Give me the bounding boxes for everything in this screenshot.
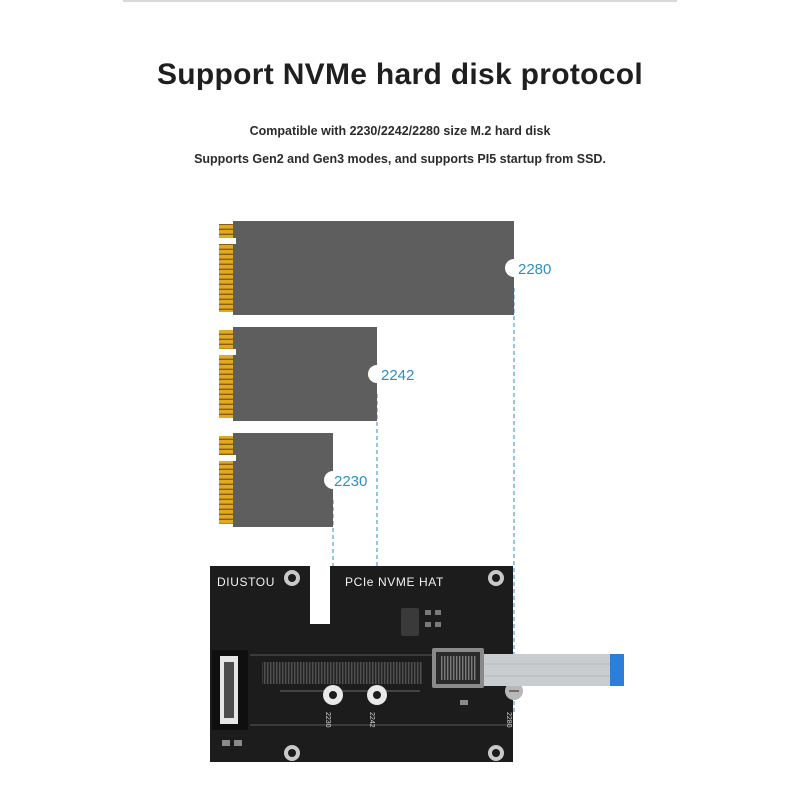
ssd-2242: 2242	[216, 327, 414, 421]
controller-chip	[401, 608, 419, 636]
ssd-2280: 2280	[216, 221, 551, 315]
compat-line: Compatible with 2230/2242/2280 size M.2 …	[249, 124, 551, 138]
ffc-ribbon-cable	[484, 654, 624, 686]
page-title: Support NVMe hard disk protocol	[157, 58, 643, 91]
cable-tip	[610, 654, 624, 686]
top-divider	[123, 0, 677, 2]
gold-contacts	[219, 330, 233, 418]
size-label-2230: 2230	[334, 473, 367, 490]
brand-label: DIUSTOU	[217, 575, 275, 589]
slot-mark-2242: 2242	[368, 712, 375, 728]
slot-mark-2230: 2230	[324, 712, 331, 728]
gold-contacts	[219, 436, 233, 524]
slot-mark-2280: 2280	[505, 712, 512, 728]
ssd-2230: 2230	[216, 433, 367, 527]
size-label-2242: 2242	[381, 367, 414, 384]
model-label: PCIe NVME HAT	[345, 575, 444, 589]
size-label-2280: 2280	[518, 261, 551, 278]
modes-line: Supports Gen2 and Gen3 modes, and suppor…	[194, 152, 606, 166]
gold-contacts	[219, 224, 233, 312]
pcie-nvme-hat-board: DIUSTOU PCIe NVME HAT 2230 2242 2280	[210, 566, 523, 762]
